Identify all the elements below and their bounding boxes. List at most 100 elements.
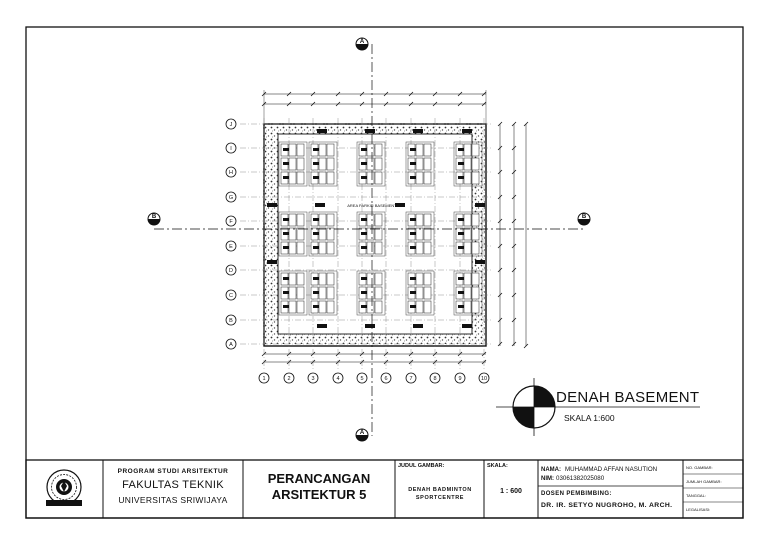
stall-marker	[313, 232, 319, 235]
parking-block-outline	[405, 270, 435, 316]
stall-marker	[458, 162, 464, 165]
column-bubble-label: 7	[409, 376, 412, 382]
stall-marker	[313, 305, 319, 308]
parking-stall-104	[326, 286, 335, 300]
stall-marker	[410, 148, 416, 151]
skala-label: SKALA:	[487, 463, 508, 469]
stall-marker	[283, 162, 289, 165]
stall-marker	[313, 277, 319, 280]
parking-block-outline	[308, 141, 338, 187]
stall-marker	[361, 176, 367, 179]
parking-block-outline	[453, 211, 483, 257]
column-marker	[462, 129, 472, 133]
row-bubble-label: F	[229, 219, 233, 225]
parking-stall-5	[296, 157, 305, 171]
stall-marker	[283, 148, 289, 151]
column-bubble-9	[454, 372, 466, 384]
column-bubble-label: 1	[262, 376, 265, 382]
column-marker	[267, 203, 277, 207]
parking-stall-29	[423, 143, 432, 157]
row-bubble-label: I	[230, 146, 232, 152]
parking-stall-23	[374, 157, 383, 171]
column-bubble-8	[429, 372, 441, 384]
parking-stall-68	[374, 227, 383, 241]
parking-stall-25	[366, 171, 375, 185]
university-name: UNIVERSITAS SRIWIJAYA	[118, 495, 227, 505]
parking-stall-37	[463, 143, 472, 157]
stall-marker	[283, 218, 289, 221]
stall-marker	[361, 232, 367, 235]
title-block	[25, 459, 744, 519]
parking-stall-53	[296, 241, 305, 255]
stall-marker	[313, 291, 319, 294]
parking-stall-85	[463, 227, 472, 241]
parking-stall-98	[296, 300, 305, 314]
stall-marker	[410, 232, 416, 235]
stall-marker	[458, 277, 464, 280]
judul-line1: DENAH BADMINTON	[408, 487, 472, 493]
parking-stall-107	[326, 300, 335, 314]
parking-stall-26	[374, 171, 383, 185]
parking-stall-43	[463, 171, 472, 185]
section-marker-top: A	[355, 37, 369, 51]
column-bubble-6	[380, 372, 392, 384]
parking-blocks	[267, 129, 485, 328]
parking-stall-95	[296, 286, 305, 300]
dosen-label: DOSEN PEMBIMBING:	[541, 491, 612, 497]
parking-stall-65	[374, 213, 383, 227]
parking-stall-64	[366, 213, 375, 227]
stall-marker	[361, 277, 367, 280]
row-bubble-E	[225, 240, 237, 252]
row-bubble-label: H	[229, 170, 233, 176]
column-bubble-label: 6	[384, 376, 387, 382]
row-bubble-label: B	[229, 318, 233, 324]
row-bubble-D	[225, 264, 237, 276]
parking-stall-4	[288, 157, 297, 171]
stall-marker	[410, 277, 416, 280]
parking-stall-113	[374, 286, 383, 300]
parking-stall-115	[366, 300, 375, 314]
parking-stall-52	[288, 241, 297, 255]
parking-stall-133	[463, 300, 472, 314]
parking-stall-58	[318, 227, 327, 241]
parking-stall-119	[423, 272, 432, 286]
row-bubble-C	[225, 289, 237, 301]
svg-text:A: A	[360, 430, 365, 436]
parking-stall-121	[415, 286, 424, 300]
parking-stall-71	[374, 241, 383, 255]
column-marker	[413, 324, 423, 328]
parking-stall-124	[415, 300, 424, 314]
row-bubble-G	[225, 191, 237, 203]
row-bubble-A	[225, 338, 237, 350]
parking-stall-47	[296, 213, 305, 227]
stall-marker	[410, 246, 416, 249]
parking-block-outline	[308, 270, 338, 316]
stall-marker	[283, 232, 289, 235]
drawing-scale: SKALA 1:600	[564, 413, 615, 423]
column-marker	[413, 129, 423, 133]
parking-stall-94	[288, 286, 297, 300]
skala-value: 1 : 600	[500, 488, 522, 495]
parking-block-outline	[278, 141, 308, 187]
parking-stall-22	[366, 157, 375, 171]
column-bubble-1	[258, 372, 270, 384]
svg-text:A: A	[360, 39, 365, 45]
parking-stall-112	[366, 286, 375, 300]
side-label-no: NO. GAMBAR:	[686, 465, 713, 470]
stall-marker	[283, 291, 289, 294]
column-bubble-label: 2	[287, 376, 290, 382]
parking-stall-92	[296, 272, 305, 286]
stall-marker	[458, 305, 464, 308]
parking-stall-118	[415, 272, 424, 286]
stall-marker	[361, 148, 367, 151]
parking-stall-91	[288, 272, 297, 286]
parking-block-outline	[356, 141, 386, 187]
parking-stall-76	[415, 227, 424, 241]
row-bubble-label: D	[229, 268, 233, 274]
stall-marker	[410, 162, 416, 165]
column-bubble-5	[356, 372, 368, 384]
stall-marker	[313, 176, 319, 179]
